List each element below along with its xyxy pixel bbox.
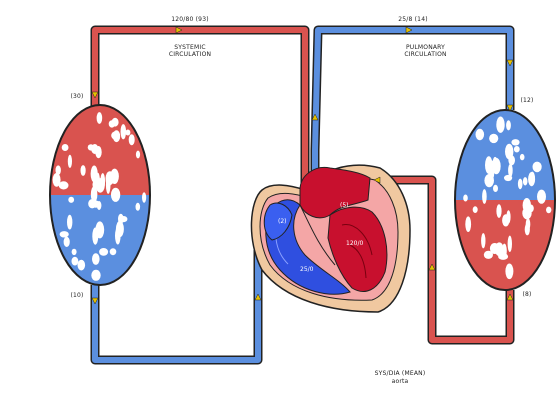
capillary-hole: [142, 192, 146, 203]
pulmonary-capillary-bed-icon: [450, 105, 558, 300]
capillary-hole: [514, 146, 520, 152]
capillary-hole: [95, 221, 104, 238]
capillary-hole: [109, 120, 115, 127]
capillary-hole: [136, 151, 140, 159]
capillary-hole: [528, 205, 534, 213]
capillary-hole: [99, 248, 108, 256]
capillary-hole: [60, 231, 69, 237]
capillary-hole: [110, 169, 119, 184]
capillary-hole: [489, 134, 498, 143]
pulmonary-venous-mean-label: (8): [512, 291, 542, 298]
capillary-hole: [482, 189, 487, 204]
capillary-hole: [488, 168, 494, 180]
capillary-hole: [496, 117, 504, 133]
systemic-pressure-label: 120/80 (93): [155, 16, 225, 23]
capillary-hole: [465, 216, 471, 232]
capillary-hole: [97, 112, 103, 124]
legend-footer-line2: aorta: [365, 378, 435, 385]
capillary-hole: [110, 248, 117, 255]
capillary-hole: [533, 162, 542, 173]
capillary-hole: [496, 204, 501, 218]
pulmonary-title-label: PULMONARY CIRCULATION: [383, 44, 468, 58]
capillary-hole: [537, 190, 546, 204]
capillary-hole: [91, 270, 100, 281]
capillary-hole: [129, 134, 135, 145]
systemic-capillary-bed-icon: [40, 100, 160, 295]
capillary-hole: [506, 210, 510, 223]
capillary-hole: [81, 165, 86, 176]
capillary-hole: [68, 155, 72, 168]
capillary-hole: [504, 175, 512, 181]
systemic-arterial-mean-label: (30): [62, 93, 92, 100]
capillary-hole: [68, 197, 74, 203]
capillary-hole: [56, 165, 61, 175]
capillary-hole: [523, 177, 528, 185]
capillary-hole: [111, 188, 120, 202]
capillary-hole: [91, 166, 98, 183]
capillary-hole: [508, 155, 515, 165]
capillary-hole: [505, 264, 513, 280]
capillary-hole: [95, 146, 101, 158]
capillary-hole: [136, 203, 141, 211]
capillary-hole: [498, 253, 508, 260]
capillary-hole: [96, 178, 105, 193]
capillary-hole: [484, 251, 493, 259]
capillary-hole: [506, 120, 511, 130]
capillary-hole: [508, 236, 512, 252]
left-atrium-label: (5): [340, 202, 349, 209]
systemic-venous-mean-label: (10): [62, 292, 92, 299]
capillary-hole: [118, 214, 124, 224]
capillary-hole: [463, 195, 468, 202]
capillary-hole: [525, 224, 530, 236]
legend-footer-line1: SYS/DIA (MEAN): [365, 370, 435, 377]
capillary-hole: [91, 201, 100, 208]
capillary-hole: [92, 253, 100, 265]
capillary-hole: [487, 161, 497, 167]
capillary-hole: [78, 260, 86, 271]
capillary-hole: [88, 144, 94, 150]
capillary-hole: [546, 207, 551, 214]
capillary-hole: [125, 130, 130, 136]
capillary-hole: [530, 172, 535, 185]
capillary-hole: [72, 249, 77, 255]
capillary-hole: [518, 179, 523, 190]
capillary-hole: [111, 132, 119, 140]
capillary-hole: [476, 129, 485, 140]
capillary-hole: [72, 257, 79, 266]
capillary-hole: [64, 237, 70, 247]
right-atrium-label: (2): [278, 218, 287, 225]
capillary-hole: [473, 206, 478, 213]
pulmonary-arterial-mean-label: (12): [512, 97, 542, 104]
capillary-hole: [53, 173, 61, 187]
capillary-hole: [493, 185, 498, 192]
capillary-hole: [511, 139, 519, 145]
left-ventricle-label: 120/0: [346, 240, 363, 247]
capillary-hole: [520, 154, 525, 160]
capillary-hole: [121, 124, 127, 139]
capillary-hole: [106, 176, 111, 194]
systemic-title-label: SYSTEMIC CIRCULATION: [150, 44, 230, 58]
pulmonary-pressure-label: 25/8 (14): [388, 16, 438, 23]
capillary-hole: [67, 215, 72, 230]
capillary-hole: [62, 144, 69, 151]
capillary-hole: [481, 233, 485, 248]
heart-icon: [251, 165, 410, 312]
right-ventricle-label: 25/0: [300, 266, 313, 273]
